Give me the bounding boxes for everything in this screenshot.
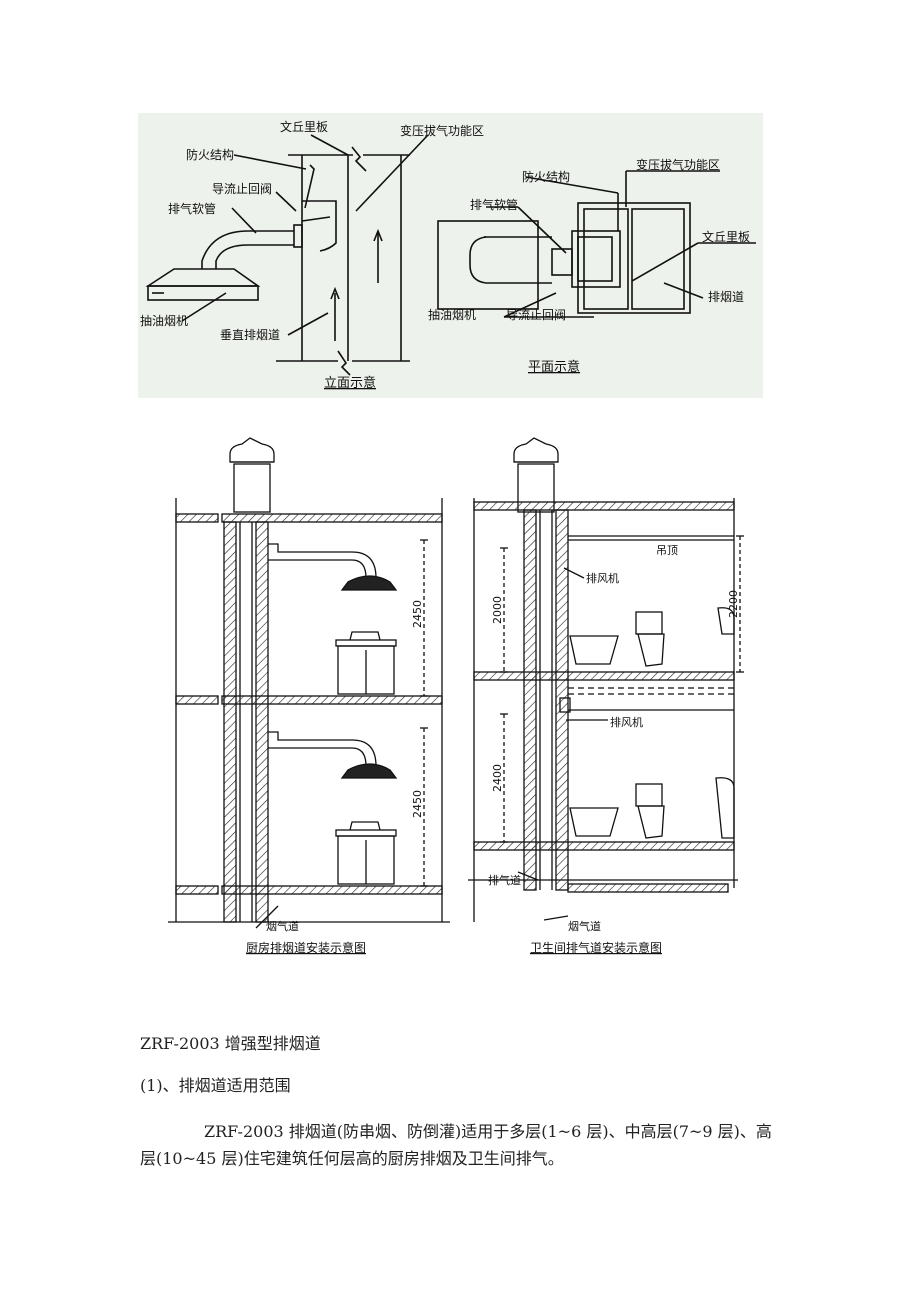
exhaust-schematic-figure: 文丘里板 防火结构 导流止回阀 排气软管 抽油烟机 垂直排烟道 变压拔气功能区 … (138, 113, 763, 398)
elev-label-wenqiu: 文丘里板 (280, 119, 328, 134)
plan-label-valve: 导流止回阀 (506, 308, 566, 322)
plan-label-duct: 排烟道 (708, 290, 744, 304)
section-subheading: (1)、排烟道适用范围 (140, 1076, 291, 1095)
section-heading: ZRF-2003 增强型排烟道 (140, 1034, 321, 1053)
elev-label-valve: 导流止回阀 (212, 182, 272, 196)
bath-label-fan-lower: 排风机 (610, 715, 643, 729)
plan-label-wenqiu: 文丘里板 (702, 229, 750, 244)
bath-caption: 卫生间排气道安装示意图 (530, 940, 662, 955)
bath-dim-upper: 2000 (491, 596, 504, 624)
kitchen-dim-lower: 2450 (411, 790, 424, 818)
bath-label-flue: 烟气道 (568, 919, 601, 933)
installation-diagrams-svg: 2450 2450 烟气道 厨房排烟道安装示意图 吊顶 排风机 排风机 2000… (168, 437, 744, 955)
plan-label-hose: 排气软管 (470, 197, 518, 212)
plan-label-zone: 变压拔气功能区 (636, 157, 720, 172)
kitchen-dim-upper: 2450 (411, 600, 424, 628)
kitchen-caption: 厨房排烟道安装示意图 (246, 940, 366, 955)
elev-label-hood: 抽油烟机 (140, 314, 188, 328)
installation-diagrams-figure: 2450 2450 烟气道 厨房排烟道安装示意图 吊顶 排风机 排风机 2000… (138, 428, 763, 973)
bath-dim-right: 2200 (727, 590, 740, 618)
elev-caption: 立面示意 (324, 375, 376, 391)
bath-label-exhaust: 排气道 (488, 873, 521, 887)
elev-label-zone: 变压拔气功能区 (400, 123, 484, 138)
plan-caption: 平面示意 (528, 359, 580, 375)
bath-dim-lower: 2400 (491, 764, 504, 792)
kitchen-label-flue: 烟气道 (266, 919, 299, 933)
elev-label-duct: 垂直排烟道 (220, 328, 280, 342)
body-paragraph: ZRF-2003 排烟道(防串烟、防倒灌)适用于多层(1~6 层)、中高层(7~… (140, 1122, 772, 1168)
plan-label-hood: 抽油烟机 (428, 308, 476, 322)
bath-label-ceiling: 吊顶 (656, 544, 678, 557)
exhaust-schematic-svg: 文丘里板 防火结构 导流止回阀 排气软管 抽油烟机 垂直排烟道 变压拔气功能区 … (140, 119, 756, 391)
elev-label-fire: 防火结构 (186, 147, 234, 162)
bath-label-fan-upper: 排风机 (586, 571, 619, 585)
elev-label-hose: 排气软管 (168, 201, 216, 216)
plan-label-fire: 防火结构 (522, 169, 570, 184)
